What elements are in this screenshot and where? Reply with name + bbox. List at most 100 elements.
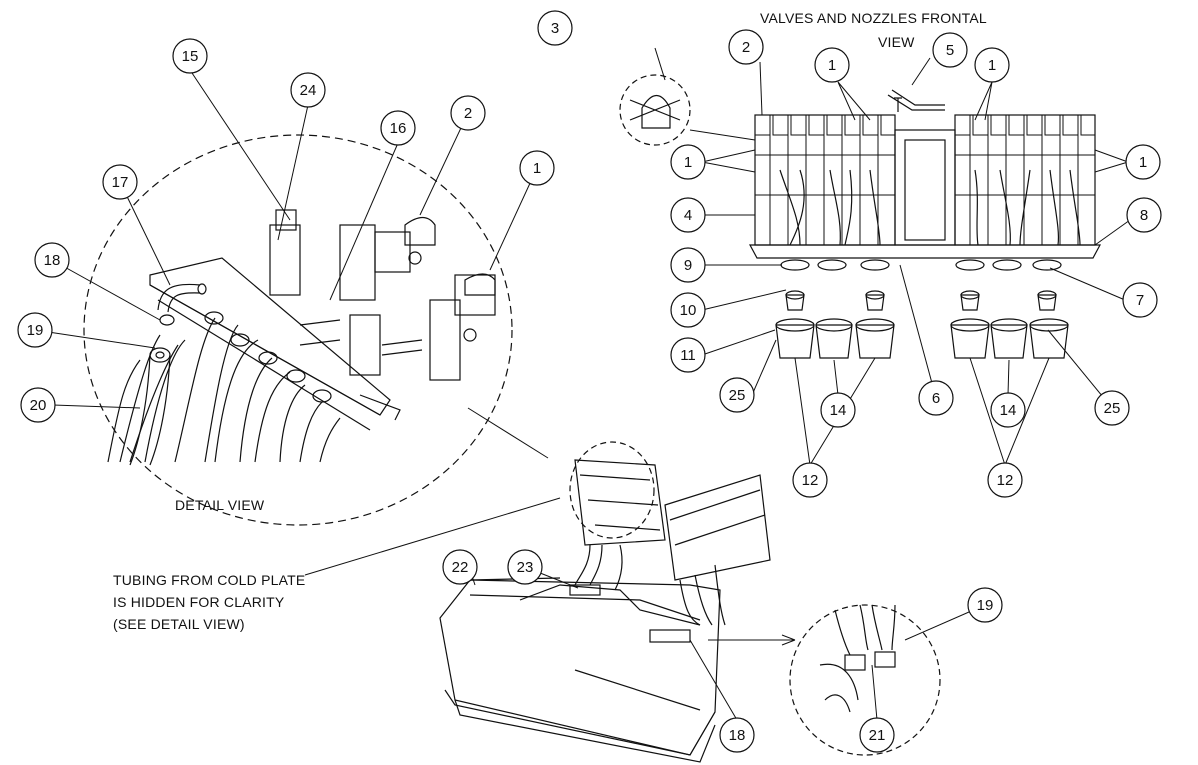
frontal-view-title-line1: VALVES AND NOZZLES FRONTAL bbox=[760, 10, 987, 26]
callout-c19a: 19 bbox=[17, 312, 53, 348]
callout-c9: 9 bbox=[670, 247, 706, 283]
callout-number: 1 bbox=[684, 154, 692, 171]
callout-circle bbox=[1094, 390, 1130, 426]
callout-circle bbox=[670, 197, 706, 233]
callout-circle bbox=[442, 549, 478, 585]
nozzle-inserts bbox=[785, 290, 1057, 311]
detail-tubes-19-20 bbox=[107, 347, 171, 466]
callout-number: 2 bbox=[742, 39, 750, 56]
callout-number: 14 bbox=[830, 402, 847, 419]
callout-number: 11 bbox=[680, 347, 696, 364]
callout-circle bbox=[990, 392, 1026, 428]
callout-c1a: 1 bbox=[814, 47, 850, 83]
callout-circle bbox=[792, 462, 828, 498]
callout-number: 12 bbox=[997, 472, 1014, 489]
callout-circle bbox=[507, 549, 543, 585]
callout-c8: 8 bbox=[1126, 197, 1162, 233]
callout-number: 8 bbox=[1140, 207, 1148, 224]
frontal-view-assembly bbox=[619, 74, 1102, 259]
callout-number: 1 bbox=[533, 160, 541, 177]
callout-circle bbox=[1125, 144, 1161, 180]
callout-number: 20 bbox=[30, 397, 47, 414]
callout-number: 18 bbox=[729, 727, 746, 744]
callout-c10: 10 bbox=[670, 292, 706, 328]
callout-number: 23 bbox=[517, 559, 534, 576]
callout-number: 14 bbox=[1000, 402, 1017, 419]
callout-number: 17 bbox=[112, 174, 129, 191]
callout-c25a: 25 bbox=[719, 377, 755, 413]
callout-number: 25 bbox=[1104, 400, 1121, 417]
callout-circle bbox=[450, 95, 486, 131]
callout-circle bbox=[670, 144, 706, 180]
callout-c1c: 1 bbox=[670, 144, 706, 180]
callout-number: 22 bbox=[452, 559, 469, 576]
callout-c2b: 2 bbox=[450, 95, 486, 131]
callout-circle bbox=[670, 337, 706, 373]
callout-circle bbox=[290, 72, 326, 108]
callout-circle bbox=[820, 392, 856, 428]
callout-circle bbox=[859, 717, 895, 753]
callout-number: 4 bbox=[684, 207, 692, 224]
line-drawing bbox=[34, 47, 1131, 763]
callout-number: 25 bbox=[729, 387, 746, 404]
callout-c23: 23 bbox=[507, 549, 543, 585]
callout-number: 18 bbox=[44, 252, 61, 269]
callout-circle bbox=[987, 462, 1023, 498]
callout-c25b: 25 bbox=[1094, 390, 1130, 426]
detail-view-label: DETAIL VIEW bbox=[175, 497, 265, 513]
detail-tubes bbox=[119, 311, 341, 463]
callout-circle bbox=[932, 32, 968, 68]
callout-number: 24 bbox=[300, 82, 317, 99]
callout-c11: 11 bbox=[670, 337, 706, 373]
callout-c20: 20 bbox=[20, 387, 56, 423]
callout-circle bbox=[670, 247, 706, 283]
callout-circle bbox=[918, 380, 954, 416]
callout-circle bbox=[719, 377, 755, 413]
callout-circle bbox=[380, 110, 416, 146]
frontal-detail-circle-3 bbox=[619, 74, 691, 146]
callout-number: 1 bbox=[988, 57, 996, 74]
callout-number: 6 bbox=[932, 390, 940, 407]
callout-c4: 4 bbox=[670, 197, 706, 233]
callout-c6: 6 bbox=[918, 380, 954, 416]
nozzle-diffusers bbox=[775, 318, 1069, 359]
callout-circle bbox=[728, 29, 764, 65]
callout-number: 5 bbox=[946, 42, 954, 59]
detail-valve-bodies bbox=[269, 209, 496, 381]
callout-circle bbox=[20, 387, 56, 423]
callout-number: 10 bbox=[680, 302, 697, 319]
callout-c18b: 18 bbox=[719, 717, 755, 753]
tubing-note-line3: (SEE DETAIL VIEW) bbox=[113, 616, 245, 632]
callout-number: 2 bbox=[464, 105, 472, 122]
callout-number: 9 bbox=[684, 257, 692, 274]
o-rings bbox=[780, 259, 1062, 271]
callout-circle bbox=[34, 242, 70, 278]
tubing-note-line1: TUBING FROM COLD PLATE bbox=[113, 572, 306, 588]
main-assembly bbox=[439, 441, 771, 763]
fitting-detail bbox=[789, 604, 941, 756]
callout-circle bbox=[670, 292, 706, 328]
callout-c21: 21 bbox=[859, 717, 895, 753]
callout-number: 21 bbox=[869, 727, 886, 744]
callout-circle bbox=[814, 47, 850, 83]
callout-circle bbox=[1122, 282, 1158, 318]
callout-c1e: 1 bbox=[519, 150, 555, 186]
callout-c17: 17 bbox=[102, 164, 138, 200]
tubing-note-line2: IS HIDDEN FOR CLARITY bbox=[113, 594, 285, 610]
detail-view-boundary bbox=[83, 134, 513, 526]
callout-c7: 7 bbox=[1122, 282, 1158, 318]
callout-c18a: 18 bbox=[34, 242, 70, 278]
frontal-view-title-line2: VIEW bbox=[878, 34, 915, 50]
callout-c14a: 14 bbox=[820, 392, 856, 428]
callout-number: 19 bbox=[27, 322, 44, 339]
callout-number: 15 bbox=[182, 48, 199, 65]
callout-number: 3 bbox=[551, 20, 559, 37]
callout-c24: 24 bbox=[290, 72, 326, 108]
callout-c2a: 2 bbox=[728, 29, 764, 65]
callout-number: 1 bbox=[828, 57, 836, 74]
callout-number: 16 bbox=[390, 120, 407, 137]
callout-circle bbox=[537, 10, 573, 46]
callout-number: 19 bbox=[977, 597, 994, 614]
callout-circle bbox=[519, 150, 555, 186]
